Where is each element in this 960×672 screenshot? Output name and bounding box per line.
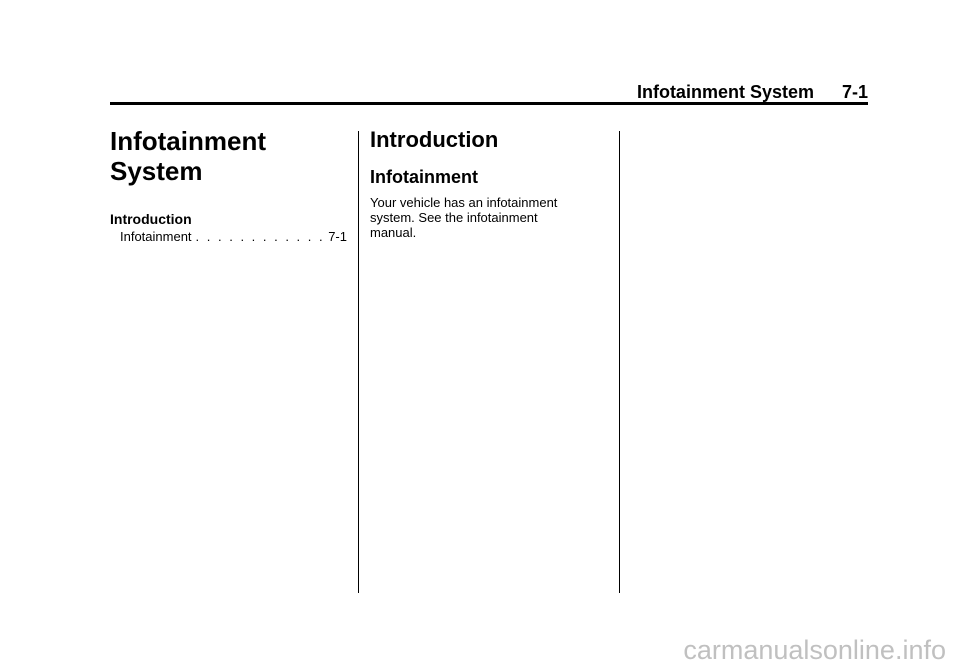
subsection-heading: Infotainment <box>370 167 478 187</box>
section-heading: Introduction <box>370 127 499 152</box>
watermark: carmanualsonline.info <box>683 635 946 665</box>
chapter-title-line1: Infotainment <box>110 126 266 156</box>
toc-entry-infotainment[interactable]: Infotainment . . . . . . . . . . . . . .… <box>120 229 347 244</box>
column-divider-right <box>619 131 620 593</box>
body-line-1: Your vehicle has an infotainment <box>370 195 558 210</box>
header-section-title: Infotainment System <box>636 82 814 102</box>
chapter-title: Infotainment System <box>110 126 340 186</box>
body-paragraph: Your vehicle has an infotainment system.… <box>370 195 595 240</box>
chapter-title-line2: System <box>110 156 203 186</box>
toc-section-heading: Introduction <box>110 211 192 227</box>
toc-entry-leader-dots: . . . . . . . . . . . . . . . . . . . . … <box>195 229 325 244</box>
header-rule <box>110 102 868 105</box>
toc-entry-page: 7-1 <box>328 229 347 244</box>
body-line-3: manual. <box>370 225 417 240</box>
body-line-2: system. See the infotainment <box>370 210 538 225</box>
column-divider-left <box>358 131 359 593</box>
running-header: Infotainment System 7-1 <box>637 82 868 103</box>
toc-entry-label: Infotainment <box>120 229 192 244</box>
header-page-number: 7-1 <box>841 82 868 102</box>
